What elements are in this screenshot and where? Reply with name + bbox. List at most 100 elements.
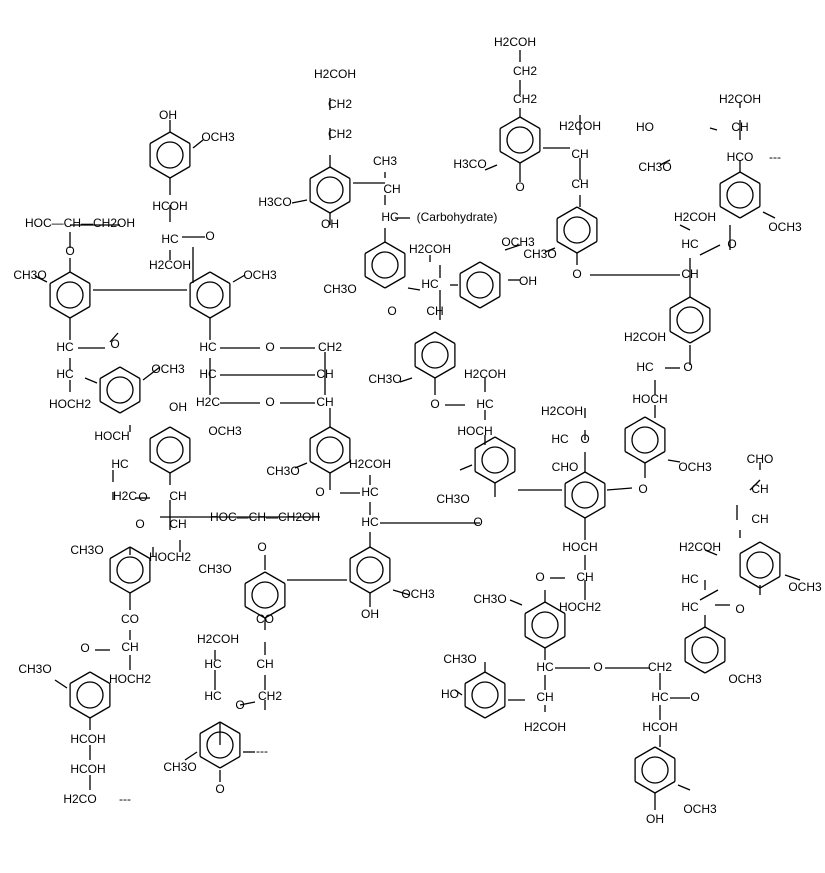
atom-label: CH bbox=[681, 267, 698, 281]
atom-label: O bbox=[727, 237, 736, 251]
bond-line bbox=[149, 131, 171, 145]
bond-line bbox=[129, 580, 151, 594]
bond-line bbox=[329, 200, 351, 214]
atom-label: OH bbox=[321, 217, 339, 231]
bond-line bbox=[84, 377, 98, 384]
atom-label: O bbox=[535, 570, 544, 584]
atom-label: HOCH bbox=[94, 429, 129, 443]
atom-label: CH bbox=[169, 517, 186, 531]
bond-line bbox=[407, 287, 421, 291]
atom-label: CO bbox=[121, 612, 139, 626]
atom-label: OCH3 bbox=[201, 130, 235, 144]
bond-line bbox=[244, 571, 266, 585]
bond-line bbox=[49, 305, 71, 319]
atom-label: H2C bbox=[113, 489, 137, 503]
atom-label: OCH3 bbox=[401, 587, 435, 601]
bond-line bbox=[576, 240, 598, 254]
bond-line bbox=[556, 206, 578, 220]
atom-label: CH3O bbox=[266, 464, 299, 478]
bond-line bbox=[384, 275, 406, 289]
bond-line bbox=[99, 400, 121, 414]
bond-line bbox=[414, 331, 436, 345]
atom-label: HC bbox=[681, 600, 699, 614]
aromatic-ring-circle bbox=[56, 281, 84, 309]
bond-line bbox=[69, 305, 91, 319]
bond-line bbox=[494, 470, 516, 484]
bond-line bbox=[89, 671, 111, 685]
bond-line bbox=[556, 240, 578, 254]
atom-label: CH3O bbox=[70, 543, 103, 557]
atom-label: HC bbox=[361, 485, 379, 499]
atom-label: CH bbox=[316, 367, 333, 381]
bond-line bbox=[606, 487, 633, 491]
bond-line bbox=[349, 546, 371, 560]
bond-line bbox=[169, 165, 191, 179]
bond-line bbox=[149, 460, 171, 474]
bond-line bbox=[384, 241, 406, 255]
atom-label: HC bbox=[651, 690, 669, 704]
atom-label: HC bbox=[551, 432, 569, 446]
bond-line bbox=[464, 671, 486, 685]
atom-label: OCH3 bbox=[243, 268, 277, 282]
bond-line bbox=[349, 580, 371, 594]
aromatic-ring-circle bbox=[196, 281, 224, 309]
atom-label: H3CO bbox=[258, 195, 291, 209]
bond-line bbox=[149, 165, 171, 179]
bond-line bbox=[684, 626, 706, 640]
bond-line bbox=[739, 575, 761, 589]
aromatic-ring-circle bbox=[726, 181, 754, 209]
bond-line bbox=[434, 331, 456, 345]
bond-line bbox=[199, 755, 221, 769]
bond-line bbox=[699, 589, 719, 601]
bond-line bbox=[219, 721, 241, 735]
aromatic-ring-circle bbox=[481, 446, 509, 474]
atom-label: OCH3 bbox=[151, 362, 185, 376]
bond-line bbox=[759, 541, 781, 555]
atom-label: HC bbox=[636, 360, 654, 374]
atom-label: H2COH bbox=[674, 210, 716, 224]
bond-line bbox=[784, 574, 801, 581]
bond-line bbox=[34, 275, 48, 283]
bond-line bbox=[624, 450, 646, 464]
atom-label: HC bbox=[421, 277, 439, 291]
atom-label: O bbox=[580, 432, 589, 446]
bond-line bbox=[524, 601, 546, 615]
bond-line bbox=[494, 436, 516, 450]
atom-label: CH bbox=[383, 182, 400, 196]
bond-line bbox=[564, 471, 586, 485]
bond-line bbox=[329, 166, 351, 180]
atom-label: CH2 bbox=[328, 127, 352, 141]
atom-label: HOC—CH—CH2OH bbox=[210, 510, 320, 524]
aromatic-ring-circle bbox=[571, 481, 599, 509]
aromatic-ring-circle bbox=[156, 141, 184, 169]
atom-label: O bbox=[135, 517, 144, 531]
bond-line bbox=[499, 150, 521, 164]
atom-label: CH3O bbox=[198, 562, 231, 576]
atom-label: O bbox=[205, 229, 214, 243]
atom-label: OH bbox=[169, 400, 187, 414]
aromatic-ring-circle bbox=[76, 681, 104, 709]
bond-line bbox=[719, 205, 741, 219]
bond-line bbox=[704, 660, 726, 674]
bond-line bbox=[659, 159, 671, 166]
bond-line bbox=[634, 780, 656, 794]
bond-line bbox=[364, 241, 386, 255]
atom-label: CH2 bbox=[258, 689, 282, 703]
bond-line bbox=[69, 671, 91, 685]
atom-label: HC bbox=[199, 367, 217, 381]
bond-line bbox=[459, 464, 473, 471]
atom-label: CH2 bbox=[648, 660, 672, 674]
atom-label: HC bbox=[381, 210, 399, 224]
bond-line bbox=[369, 546, 391, 560]
atom-label: CH bbox=[571, 177, 588, 191]
atom-label: O bbox=[638, 482, 647, 496]
bond-line bbox=[709, 127, 718, 131]
bond-line bbox=[704, 626, 726, 640]
bond-line bbox=[329, 460, 351, 474]
atom-label: O bbox=[473, 515, 482, 529]
bond-line bbox=[69, 705, 91, 719]
aromatic-ring-circle bbox=[471, 681, 499, 709]
bond-line bbox=[699, 244, 721, 256]
atom-label: CH3O bbox=[638, 160, 671, 174]
atom-label: OH bbox=[361, 607, 379, 621]
